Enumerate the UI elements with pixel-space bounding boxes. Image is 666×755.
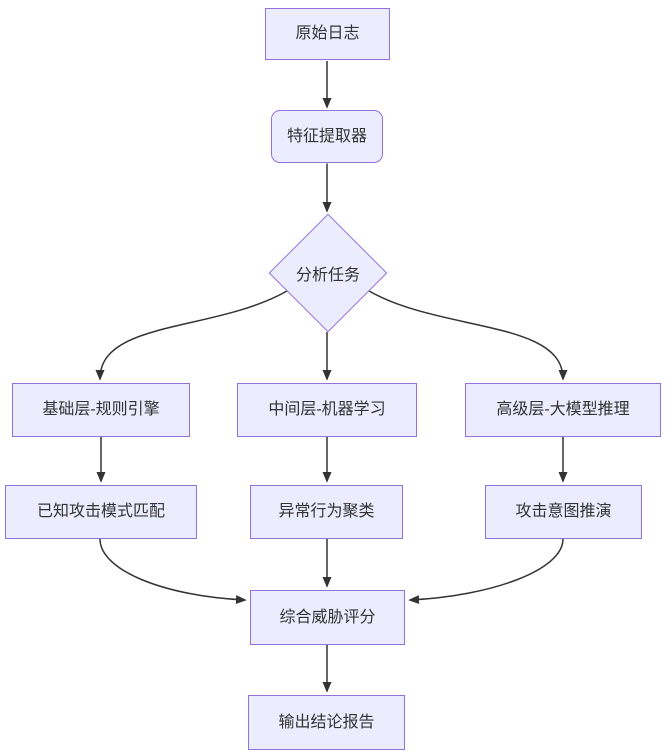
node-label: 异常行为聚类 bbox=[278, 503, 375, 521]
node-label: 基础层-规则引擎 bbox=[42, 401, 160, 419]
node-feature-extractor: 特征提取器 bbox=[271, 110, 383, 163]
node-advanced-layer: 高级层-大模型推理 bbox=[465, 383, 661, 437]
node-attack-intent: 攻击意图推演 bbox=[485, 485, 642, 539]
node-raw-logs: 原始日志 bbox=[265, 8, 390, 60]
node-label: 高级层-大模型推理 bbox=[496, 401, 630, 419]
node-anomaly-clustering: 异常行为聚类 bbox=[250, 485, 403, 539]
edge-knownattack-threatscore bbox=[99, 538, 247, 605]
node-label: 分析任务 bbox=[295, 267, 360, 284]
node-label: 输出结论报告 bbox=[278, 713, 375, 731]
node-analysis-task: 分析任务 bbox=[268, 261, 388, 285]
node-base-layer: 基础层-规则引擎 bbox=[12, 383, 190, 437]
node-label: 原始日志 bbox=[295, 25, 360, 43]
node-middle-layer: 中间层-机器学习 bbox=[237, 383, 417, 437]
node-label: 中间层-机器学习 bbox=[268, 401, 386, 419]
node-label: 综合威胁评分 bbox=[279, 608, 376, 626]
edge-analysistask-advancedlayer bbox=[368, 290, 568, 381]
edge-analysistask-baselayer bbox=[95, 290, 288, 381]
node-known-attack-match: 已知攻击模式匹配 bbox=[5, 485, 197, 539]
node-output-report: 输出结论报告 bbox=[248, 695, 405, 750]
node-label: 特征提取器 bbox=[286, 127, 367, 145]
edge-attackintent-threatscore bbox=[408, 538, 564, 605]
node-threat-score: 综合威胁评分 bbox=[250, 590, 405, 645]
node-label: 已知攻击模式匹配 bbox=[36, 503, 165, 521]
node-label: 攻击意图推演 bbox=[515, 503, 612, 521]
